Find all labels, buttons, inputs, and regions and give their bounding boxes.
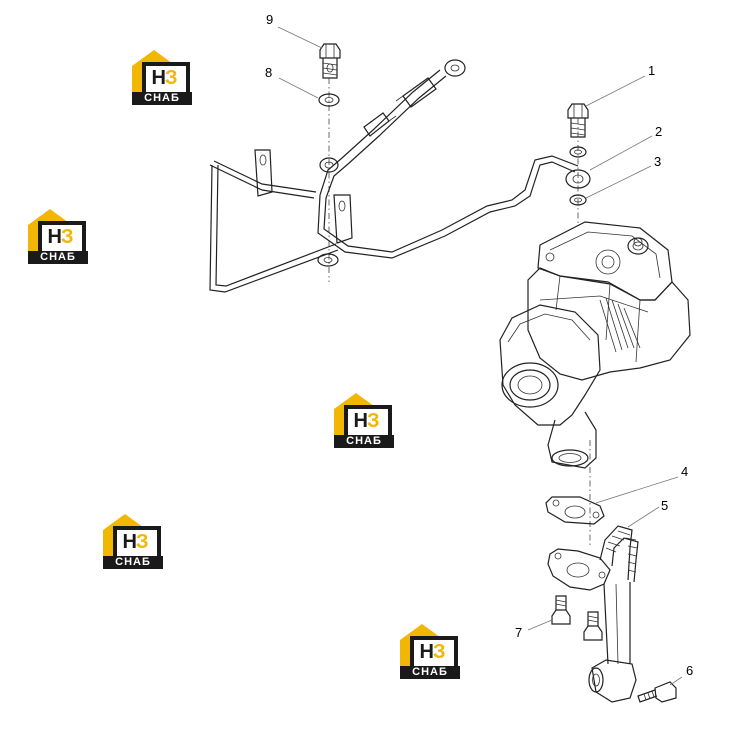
watermark-letters: НЗ	[151, 67, 178, 89]
watermark-word: СНАБ	[28, 251, 88, 264]
watermark-letters: НЗ	[122, 531, 149, 553]
callout-4: 4	[681, 464, 688, 479]
watermark-word: СНАБ	[132, 92, 192, 105]
house-logo-icon	[132, 50, 190, 92]
watermark-letters: НЗ	[419, 641, 446, 663]
banjo-bolt-1	[567, 103, 589, 138]
callout-6: 6	[686, 663, 693, 678]
callout-3: 3	[654, 154, 661, 169]
watermark-word: СНАБ	[400, 666, 460, 679]
watermark-logo: НЗ СНАБ	[26, 207, 90, 265]
oil-feed-pipe	[317, 59, 591, 259]
watermark-logo: НЗ СНАБ	[130, 48, 194, 106]
watermark-letters: НЗ	[353, 410, 380, 432]
oil-return-pipe-5	[547, 525, 639, 703]
house-logo-icon	[400, 624, 458, 666]
house-logo-icon	[28, 209, 86, 251]
pipe-bracket	[209, 149, 353, 293]
washer-8	[318, 93, 340, 107]
callout-5: 5	[661, 498, 668, 513]
callout-7: 7	[515, 625, 522, 640]
watermark-logo: НЗ СНАБ	[332, 391, 396, 449]
bolt-6	[637, 681, 677, 703]
watermark-logo: НЗ СНАБ	[101, 512, 165, 570]
callout-1: 1	[648, 63, 655, 78]
watermark-logo: НЗ СНАБ	[398, 622, 462, 680]
bolt-7-left	[551, 595, 571, 625]
turbocharger	[499, 221, 691, 469]
leader-lines	[277, 26, 683, 686]
watermark-word: СНАБ	[334, 435, 394, 448]
banjo-bolt-9	[319, 43, 341, 79]
bolt-7-right	[583, 611, 603, 641]
gasket-4	[545, 496, 605, 525]
washer-upper-right	[569, 146, 587, 158]
washer-3	[569, 194, 587, 206]
watermark-letters: НЗ	[47, 226, 74, 248]
callout-2: 2	[655, 124, 662, 139]
washer-lower-left	[317, 253, 339, 267]
house-logo-icon	[103, 514, 161, 556]
callout-9: 9	[266, 12, 273, 27]
callout-8: 8	[265, 65, 272, 80]
house-logo-icon	[334, 393, 392, 435]
watermark-word: СНАБ	[103, 556, 163, 569]
